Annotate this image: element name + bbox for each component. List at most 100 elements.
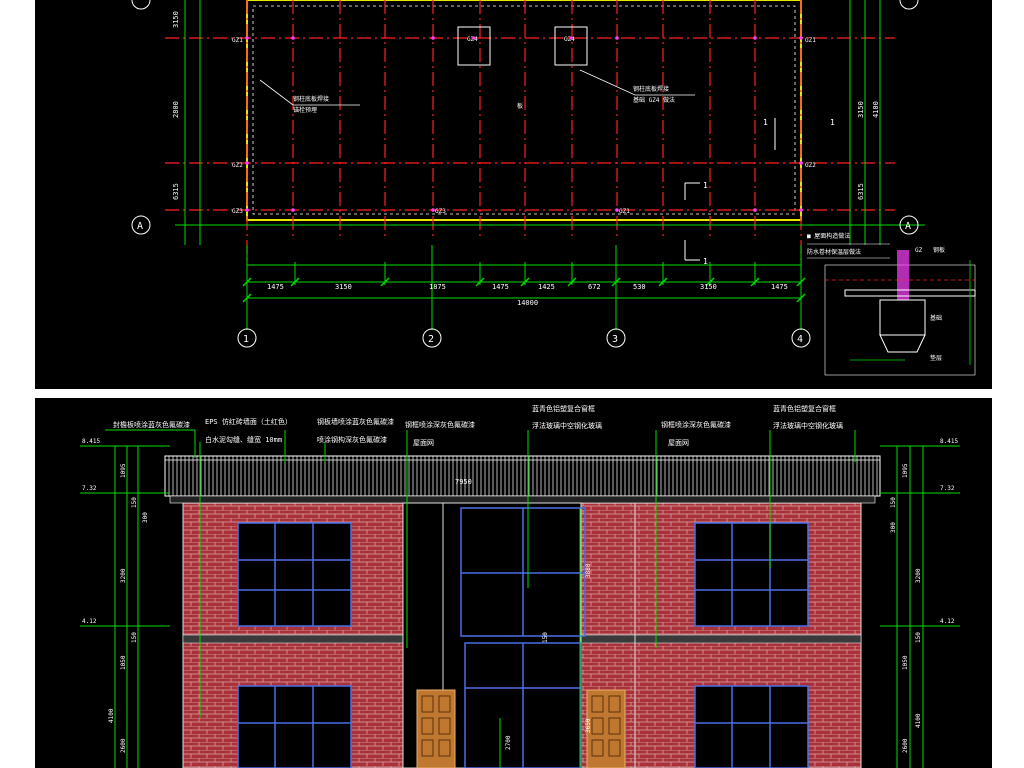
gz4-label-2: GZ4 (564, 36, 575, 43)
svg-text:A: A (137, 221, 143, 232)
elevation-drawing-panel: 7950 (35, 398, 992, 768)
plan-leaders (259, 69, 695, 106)
plan-axis-bubbles: 1 2 3 4 A A (131, 0, 919, 348)
svg-text:锚栓预埋: 锚栓预埋 (293, 106, 317, 114)
plan-joint-markers (245, 36, 803, 212)
center-dim-4: 2700 (505, 735, 512, 750)
right-dim-3: 6315 (857, 183, 865, 200)
section-mark-1: 1 (763, 118, 768, 127)
svg-text:基础 GZ4 做法: 基础 GZ4 做法 (633, 96, 675, 104)
axis-bubble-2: 2 (422, 328, 442, 348)
plan-center-mark: 板 (517, 102, 523, 110)
plan-detail-section: GZ 钢板 基础 垫层 (824, 246, 976, 376)
elevation-right-dimension-lines (880, 445, 960, 768)
dim-seg-2: 3150 (335, 283, 352, 291)
elevation-left-dimension-lines (80, 445, 170, 768)
elevation-material-labels: 封檐板喷涂蓝灰色氟碳漆 EPS 仿红砖墙面（土红色） 白水泥勾缝、缝宽 10mm… (113, 404, 843, 447)
col-tag-1: GZ1 (232, 37, 243, 44)
col-tag-7: GZ1 (619, 208, 630, 215)
elevation-doors (416, 689, 626, 768)
left-elev-dim-2: 150 (131, 497, 138, 508)
label-window-frame-1: 蓝青色铝塑复合窗框 (532, 404, 595, 413)
center-dim-3: 3650 (585, 718, 592, 733)
left-elev-dim-6: 150 (131, 632, 138, 643)
right-elev-dim-3: 300 (890, 522, 897, 533)
label-steel-frame: 喷涂钢构深灰色氟碳漆 (317, 435, 387, 444)
dim-seg-8: 3150 (700, 283, 717, 291)
label-mortar: 白水泥勾缝、缝宽 10mm (205, 435, 282, 444)
dim-seg-5: 1425 (538, 283, 555, 291)
legend-line: 防水卷材保温层做法 (807, 248, 861, 256)
legend-title: ■ 屋面构造做法 (807, 232, 850, 240)
plan-drawing-panel: 1475 3150 1875 1475 1425 672 530 3150 14… (35, 0, 992, 389)
label-roof-net-2: 屋面网 (668, 439, 689, 447)
plan-drawing: 1475 3150 1875 1475 1425 672 530 3150 14… (131, 0, 976, 376)
axis-bubble-a-left: A (131, 215, 151, 235)
left-level-1: 8.415 (82, 438, 100, 445)
plan-leader-notes: 钢柱底板焊接 锚栓预埋 钢柱底板焊接 基础 GZ4 做法 板 (293, 85, 675, 114)
svg-text:1: 1 (243, 334, 249, 345)
label-eps-wall: EPS 仿红砖墙面（土红色） (205, 417, 292, 426)
right-elev-dim-6: 150 (915, 632, 922, 643)
right-dim-2: 4100 (872, 101, 880, 118)
center-dim-1: 3880 (585, 563, 592, 578)
detail-label-1: GZ (915, 247, 923, 254)
label-frame-left: 钢框喷涂深灰色氟碳漆 (405, 420, 475, 429)
plan-grid-vertical (246, 0, 802, 260)
right-level-1: 8.415 (940, 438, 958, 445)
plan-section-marks (684, 118, 776, 261)
left-level-2: 7.32 (82, 485, 97, 492)
axis-bubble-a-right: A (899, 215, 919, 235)
elevation-left-dims: 1095 150 300 3200 1050 150 4100 2600 (108, 463, 149, 753)
plan-outline (246, 0, 802, 221)
svg-text:1: 1 (703, 257, 708, 266)
svg-text:钢柱底板焊接: 钢柱底板焊接 (293, 95, 329, 103)
elevation-leaders (105, 429, 856, 718)
left-level-3: 4.12 (82, 618, 97, 625)
label-glass-1: 浮法玻璃中空钢化玻璃 (532, 421, 602, 430)
right-elev-dim-1: 1095 (902, 463, 909, 478)
plan-column-tags: GZ1 GZ2 GZ3 GZ1 GZ2 GZ3 GZ1 (232, 37, 816, 215)
dim-seg-9: 1475 (771, 283, 788, 291)
center-dim-2: 150 (542, 632, 549, 643)
axis-bubble-3: 3 (606, 328, 626, 348)
label-window-frame-2: 蓝青色铝塑复合窗框 (773, 404, 836, 413)
left-elev-dim-3: 300 (142, 512, 149, 523)
right-elev-dim-8: 2600 (902, 738, 909, 753)
left-dim-1: 3150 (172, 11, 180, 28)
plan-grid-horizontal (165, 37, 895, 211)
plan-side-dims: 3150 2800 6315 3150 4100 6315 (172, 11, 880, 200)
left-elev-dim-8: 2600 (120, 738, 127, 753)
col-tag-4: GZ1 (805, 37, 816, 44)
left-dim-3: 6315 (172, 183, 180, 200)
label-frame-right: 钢框喷涂深灰色氟碳漆 (661, 420, 731, 429)
svg-text:钢柱底板焊接: 钢柱底板焊接 (633, 85, 669, 93)
left-elev-dim-5: 1050 (120, 655, 127, 670)
plan-detail-legend: ■ 屋面构造做法 防水卷材保温层做法 (807, 232, 890, 259)
left-elev-dim-1: 1095 (120, 463, 127, 478)
dim-seg-6: 672 (588, 283, 601, 291)
right-level-2: 7.32 (940, 485, 955, 492)
col-tag-3: GZ3 (232, 208, 243, 215)
detail-label-2: 钢板 (933, 246, 945, 254)
section-mark-2: 1 (703, 181, 708, 190)
svg-text:2: 2 (428, 334, 434, 345)
dim-seg-1: 1475 (267, 283, 284, 291)
elevation-right-dims: 1095 150 300 3200 1050 150 4100 2600 (890, 463, 922, 753)
col-tag-2: GZ2 (232, 162, 243, 169)
elevation-windows (237, 522, 809, 768)
svg-text:4: 4 (797, 334, 803, 345)
gz4-label-1: GZ4 (467, 36, 478, 43)
plan-section-labels: 1 1 1 1 (703, 118, 835, 266)
right-elev-dim-2: 150 (890, 497, 897, 508)
right-elev-dim-4: 3200 (915, 568, 922, 583)
col-tag-6: GZ3 (435, 208, 446, 215)
detail-label-3: 基础 (930, 314, 942, 322)
label-steel-plate: 钢板墙喷涂蓝灰色氟碳漆 (317, 417, 394, 426)
right-level-3: 4.12 (940, 618, 955, 625)
label-eave-board: 封檐板喷涂蓝灰色氟碳漆 (113, 420, 190, 429)
col-tag-5: GZ2 (805, 162, 816, 169)
dim-seg-3: 1875 (429, 283, 446, 291)
elevation-drawing: 7950 (80, 404, 960, 768)
left-elev-dim-4: 3200 (120, 568, 127, 583)
